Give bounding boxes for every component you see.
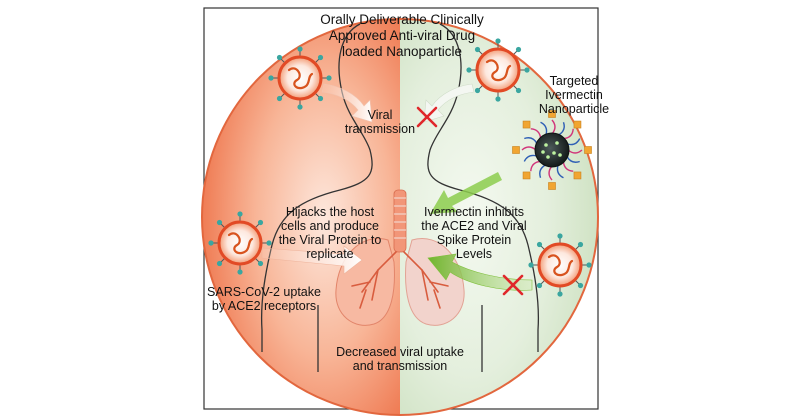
blocked-transmission-arrow (423, 83, 475, 123)
diagram-title: Orally Deliverable Clinically Approved A… (320, 12, 484, 59)
human-silhouette (260, 23, 540, 372)
label-viral-transmission: Viral transmission (344, 108, 416, 136)
virus-left (206, 209, 274, 277)
label-decreased-uptake: Decreased viral uptake and transmission (336, 345, 464, 373)
label-hijacks-host: Hijacks the host cells and produce the V… (278, 205, 382, 261)
nanoparticle-arrow (430, 172, 502, 214)
label-targeted-nanoparticle: Targeted Ivermectin Nanoparticle (538, 74, 610, 116)
ivermectin-nanoparticle (512, 110, 592, 190)
label-ivermectin-inhibits: Ivermectin inhibits the ACE2 and Viral S… (421, 205, 527, 261)
transmission-arrow (321, 83, 373, 123)
uptake-arrow (261, 245, 363, 275)
block-cross-top (416, 106, 438, 128)
label-ace2-uptake: SARS-CoV-2 uptake by ACE2 receptors (207, 285, 321, 313)
block-cross-right (502, 274, 524, 296)
virus-right (526, 231, 594, 299)
